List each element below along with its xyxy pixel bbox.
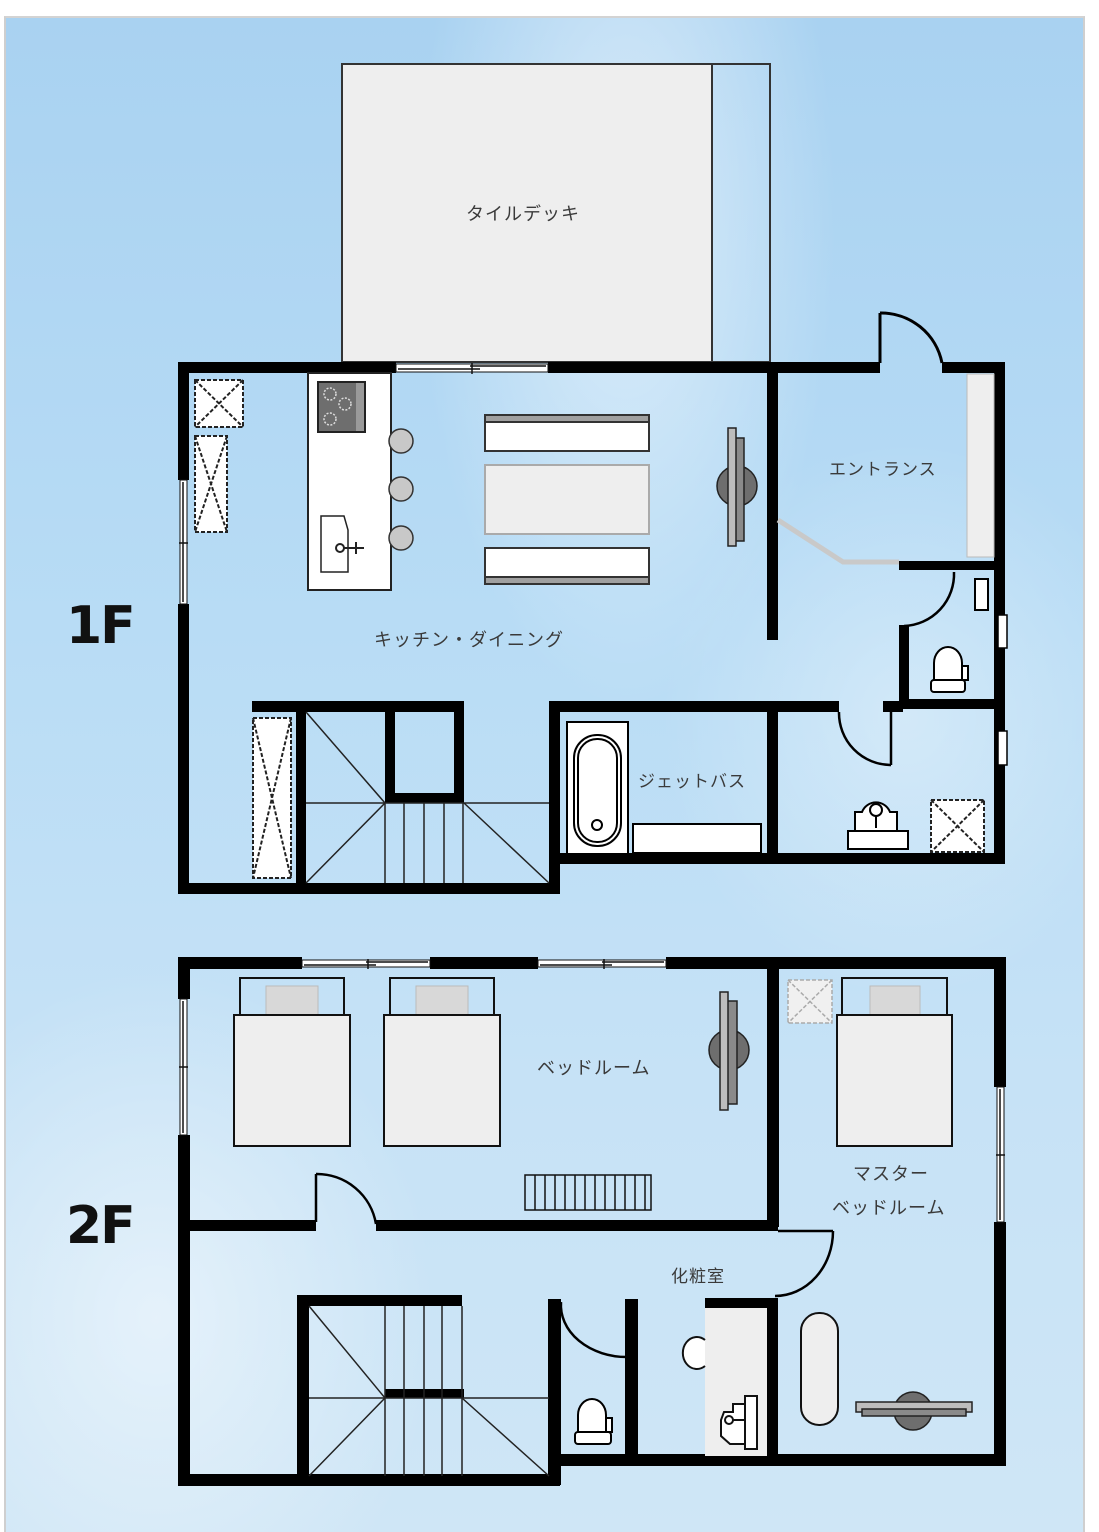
floor-label-1f: 1F [66,596,136,656]
toilet-door-2f [559,1301,628,1359]
first-floor-windows [179,363,549,605]
room-label-entrance: エントランス [829,460,937,480]
entrance-door [878,311,944,364]
room-label-kitchen-dining: キッチン・ダイニング [374,630,564,651]
room-label-powder-room: 化粧室 [671,1267,725,1287]
tv-bedroom [708,991,750,1111]
room-label-master-line1: マスター [853,1164,929,1185]
utility-window [997,730,1008,766]
second-floor-windows [179,959,1005,1223]
radiator [524,1174,652,1211]
room-label-jet-bath: ジェットバス [638,772,746,792]
room-label-bedroom: ベッドルーム [537,1058,651,1079]
twin-beds [233,977,501,1147]
bedroom-door [314,1172,378,1225]
kitchen-storage [194,379,244,533]
room-label-tile-deck: タイルデッキ [466,204,580,225]
floor-label-2f: 2F [66,1196,136,1256]
toilet-1f [930,578,1008,693]
stair-closet-1f [252,717,292,879]
kitchen-counter [307,372,392,591]
master-storage [787,979,833,1024]
dining-set [484,414,650,585]
washer-space-1f [930,799,985,853]
staircase-1f [305,711,550,884]
toilet-door-1f [903,571,956,628]
bar-stools [388,428,414,551]
master-bed [836,977,953,1147]
tv-master [855,1391,973,1431]
master-bath [800,1312,839,1426]
jet-bath-tub [566,721,762,855]
utility-door [837,711,893,767]
powder-vanity [681,1308,767,1456]
second-floor-walls [178,957,1006,1486]
entrance-step [776,517,899,565]
first-floor-walls [178,362,1005,894]
shoe-cabinet [966,373,995,558]
toilet-2f [574,1398,613,1445]
washbasin-1f [847,801,909,850]
tv-1f [716,427,758,547]
powder-room-door [774,1229,835,1298]
staircase-2f [308,1305,550,1477]
room-label-master-line2: ベッドルーム [832,1198,946,1219]
